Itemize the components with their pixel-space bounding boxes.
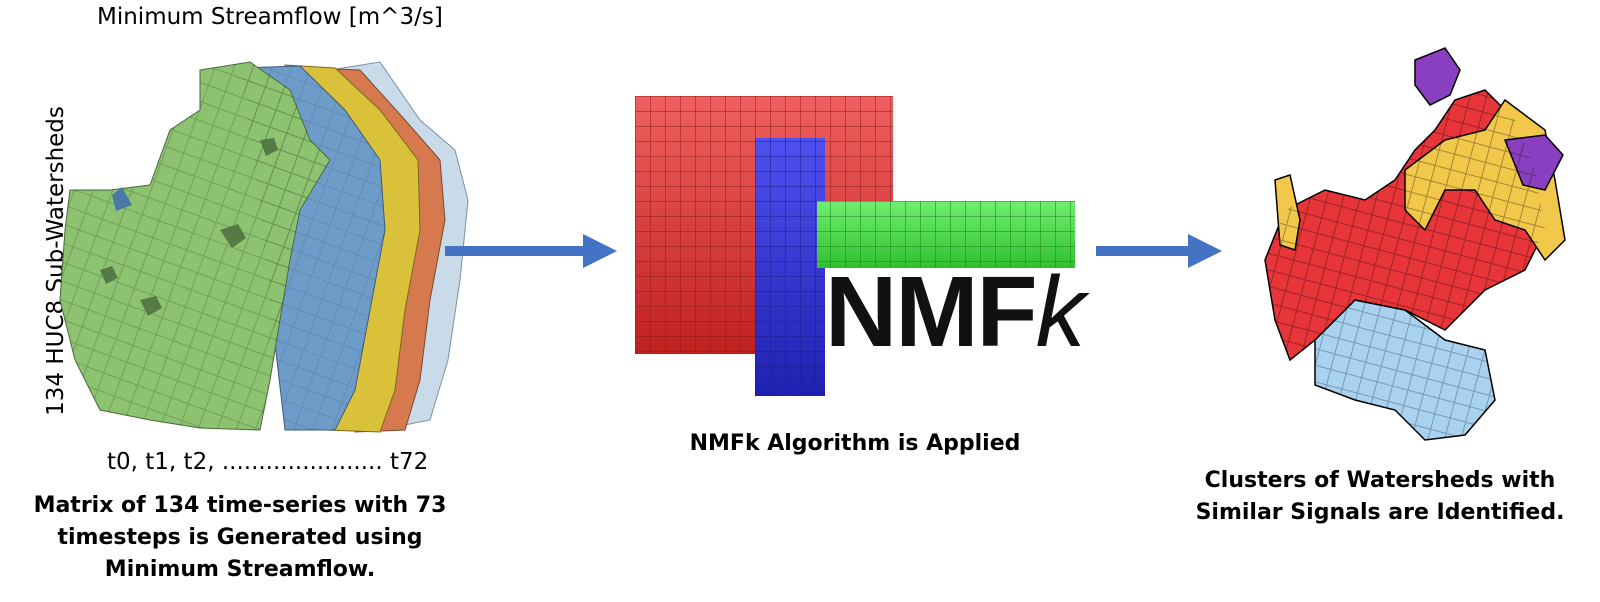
output-caption-line-1: Clusters of Watersheds with (1204, 468, 1556, 493)
clustered-watershed-map (1264, 47, 1566, 441)
time-axis-label: t0, t1, t2, ...................... t72 (107, 449, 429, 475)
input-caption-line-1: Matrix of 134 time-series with 73 (33, 493, 447, 518)
output-panel: Clusters of Watersheds with Similar Sign… (1160, 0, 1600, 602)
output-caption-line-2: Similar Signals are Identified. (1195, 500, 1565, 525)
algorithm-caption: NMFk Algorithm is Applied (689, 431, 1021, 456)
input-caption: Matrix of 134 time-series with 73 timest… (0, 490, 480, 586)
output-caption: Clusters of Watersheds with Similar Sign… (1160, 465, 1600, 529)
stacked-watershed-maps (59, 61, 469, 433)
algorithm-panel: NMFk NMFk Algorithm is Applied (440, 0, 1160, 602)
arrow-to-clusters (1096, 234, 1222, 268)
top-label: Minimum Streamflow [m^3/s] (97, 4, 443, 30)
nmfk-matrix-logo: NMFk (635, 96, 1093, 396)
nmfk-logo-text: NMFk (825, 256, 1091, 368)
input-panel: Minimum Streamflow [m^3/s] 134 HUC8 Sub-… (0, 0, 480, 602)
arrow-to-nmfk (445, 234, 617, 268)
input-caption-line-3: Minimum Streamflow. (104, 557, 376, 582)
input-caption-line-2: timesteps is Generated using (57, 525, 423, 550)
cluster-purple (1414, 47, 1461, 106)
